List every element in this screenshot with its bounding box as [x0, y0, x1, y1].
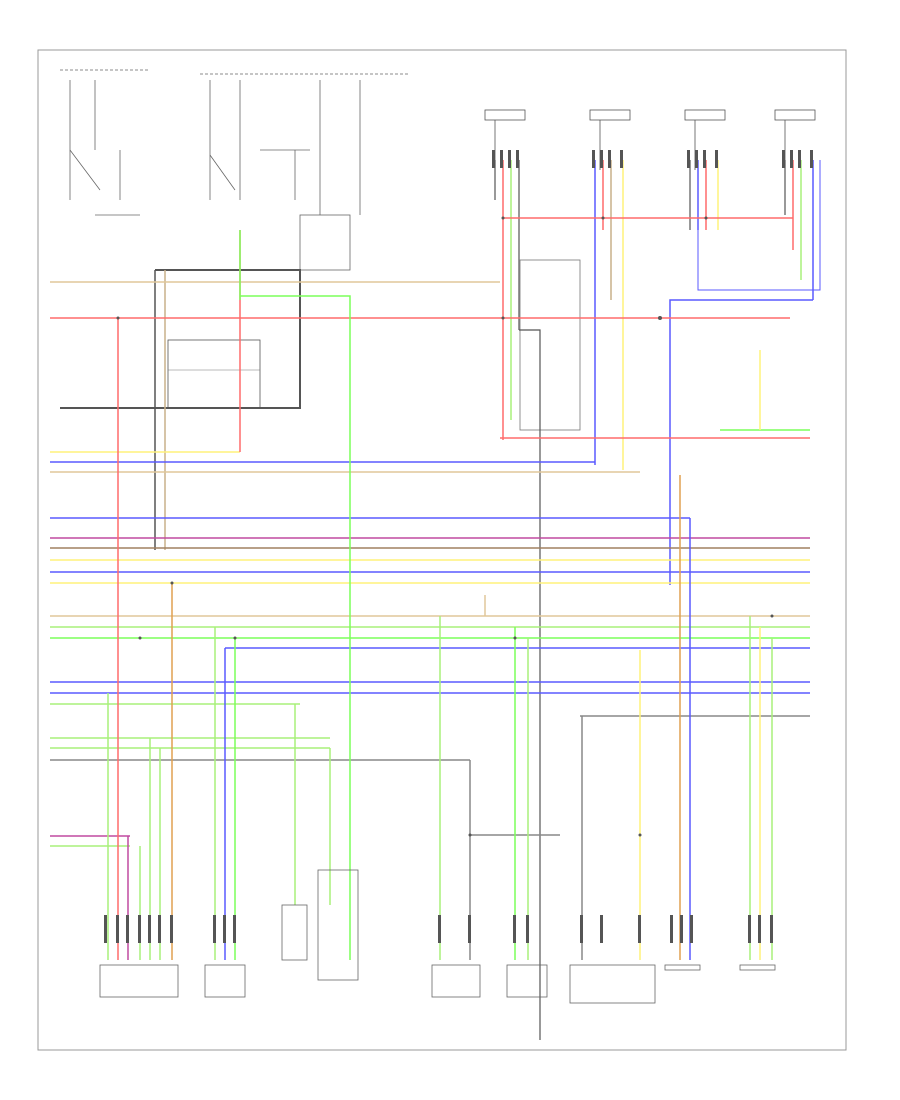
splice-points	[116, 216, 774, 837]
component-box-7	[569, 964, 656, 1004]
component-box-9	[739, 964, 776, 971]
ground-box	[519, 259, 581, 431]
top-sensor-connectors	[484, 109, 816, 170]
vertical-drops	[107, 230, 773, 960]
component-box-5	[431, 964, 481, 998]
bus-wires	[50, 281, 810, 847]
component-box-4	[317, 869, 359, 981]
relay-block	[60, 69, 410, 271]
component-box-1	[99, 964, 179, 998]
top-pin-blocks	[492, 150, 813, 168]
top-sensor-wires	[494, 160, 814, 470]
blue-wire-route	[669, 299, 813, 585]
control-module-box	[60, 269, 301, 550]
bottom-components	[99, 869, 776, 1004]
component-box-2	[204, 964, 246, 998]
blue-wire-route-2	[697, 160, 821, 291]
connector-pins	[104, 915, 773, 943]
component-box-8	[664, 964, 701, 971]
component-box-6	[506, 964, 548, 998]
diagram-frame	[37, 49, 847, 1051]
component-box-3	[281, 904, 308, 961]
black-wire-center	[519, 329, 541, 1040]
